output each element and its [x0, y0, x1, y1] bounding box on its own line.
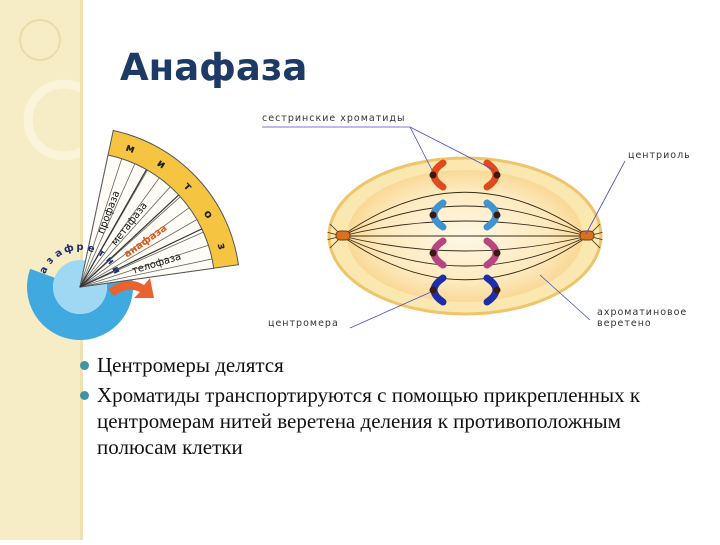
leader-line — [349, 291, 432, 329]
spindle-fiber — [341, 205, 589, 237]
bullet-dot — [80, 391, 89, 400]
cycle-arrow-icon — [108, 278, 154, 298]
centromere-dot — [429, 286, 437, 294]
fan-ray — [79, 177, 160, 288]
interphase-letter: а — [38, 265, 51, 276]
spindle-fiber — [341, 220, 589, 237]
label-centromere: центромера — [268, 318, 339, 329]
fan-ray — [79, 207, 190, 288]
interphase-letter: р — [76, 242, 83, 253]
mitosis-letter: з — [215, 241, 229, 251]
bullet-dot — [80, 361, 89, 370]
interphase-arc — [27, 268, 133, 340]
leader-line — [539, 274, 591, 321]
fan-ray — [79, 154, 109, 288]
centriole-left — [335, 230, 351, 241]
label-leader-lines — [262, 126, 626, 329]
spindle-fiber — [341, 235, 589, 252]
centromere-dot — [493, 286, 501, 294]
fan-ray — [79, 244, 209, 288]
interphase-letter: ф — [62, 241, 75, 255]
interphase-letter: е — [86, 243, 96, 256]
interphase-letter: т — [96, 247, 107, 260]
bullet-item: Хроматиды транспортируются с помощью при… — [80, 382, 700, 460]
spindle-fibers — [327, 191, 603, 281]
bullet-list: Центромеры делятся Хроматиды транспортир… — [80, 352, 700, 464]
fan-ray — [79, 163, 136, 288]
bullet-item: Центромеры делятся — [80, 352, 700, 378]
centromere-dot — [429, 249, 437, 257]
fan-ray — [79, 219, 198, 288]
spindle-fiber — [341, 191, 589, 237]
leader-line — [409, 126, 495, 171]
centriole-right — [579, 230, 595, 241]
leader-line — [409, 126, 433, 171]
phase-divider — [79, 169, 147, 288]
wheel-sectors — [27, 129, 240, 340]
leader-line — [585, 160, 626, 235]
centromere-dot — [429, 171, 437, 179]
bullet-text-2: Хроматиды транспортируются с помощью при… — [97, 383, 641, 459]
chromatids — [429, 159, 501, 306]
centromere-dot — [493, 211, 501, 219]
bullet-text-1: Центромеры делятся — [97, 353, 284, 377]
centromere-dot — [429, 211, 437, 219]
interphase-letter: з — [44, 255, 56, 267]
interphase-letter: а — [53, 247, 65, 260]
label-sister-chromatids: сестринские хроматиды — [262, 113, 405, 124]
slide-title: Анафаза — [120, 46, 308, 89]
spindle-fiber — [341, 235, 589, 267]
centromere-dot — [493, 171, 501, 179]
centrioles — [335, 230, 595, 241]
label-achromatin-spindle: ахроматиновое веретено — [597, 307, 691, 329]
phase-divider — [79, 194, 180, 288]
mitosis-letter: м — [124, 141, 137, 156]
fan-ray — [79, 158, 123, 288]
interphase-letter: и — [109, 265, 122, 276]
fan-ray — [79, 186, 171, 288]
phase-divider — [79, 228, 203, 288]
fan-ray — [79, 258, 213, 288]
spindle-fiber — [341, 235, 589, 281]
centromere-dot — [493, 249, 501, 257]
label-centriole: центриоль — [628, 150, 691, 161]
